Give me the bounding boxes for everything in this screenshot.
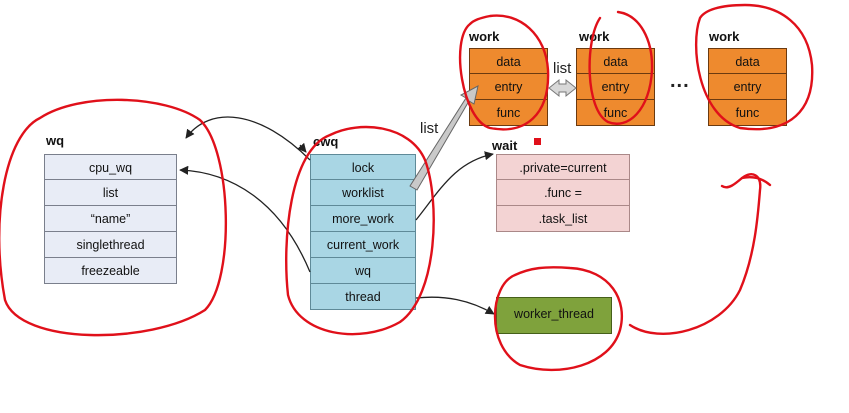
wq-field-freezeable: freezeable xyxy=(44,258,177,284)
wait-struct: .private=current .func = .task_list xyxy=(496,154,630,232)
arrow-into-cwq xyxy=(297,142,307,153)
wait-field-private: .private=current xyxy=(496,154,630,180)
wq-title: wq xyxy=(46,133,65,148)
work2-title: work xyxy=(579,29,610,44)
cwq-field-thread: thread xyxy=(310,284,416,310)
work2-field-func: func xyxy=(576,100,655,126)
work1-field-func: func xyxy=(469,100,548,126)
work3-field-func: func xyxy=(708,100,787,126)
cwq-field-wq: wq xyxy=(310,258,416,284)
wait-field-func: .func = xyxy=(496,180,630,206)
wq-field-cpu-wq: cpu_wq xyxy=(44,154,177,180)
red-circle-work2 xyxy=(588,10,654,125)
wq-field-list: list xyxy=(44,180,177,206)
red-curve-arrowhead xyxy=(740,176,772,187)
worker-thread-box: worker_thread xyxy=(496,297,612,334)
cwq-field-current-work: current_work xyxy=(310,232,416,258)
work-list-double-arrow xyxy=(548,78,577,98)
work3-field-data: data xyxy=(708,48,787,74)
red-circle-worker-thread xyxy=(493,266,624,372)
red-circle-work1 xyxy=(458,14,550,131)
red-circle-wq xyxy=(0,98,228,337)
wq-struct: cpu_wq list “name” singlethread freezeab… xyxy=(44,154,177,284)
work3-struct: data entry func xyxy=(708,48,787,126)
work1-title: work xyxy=(469,29,500,44)
red-curve-worker-to-work xyxy=(628,173,762,335)
red-circle-cwq xyxy=(285,125,435,336)
work1-field-data: data xyxy=(469,48,548,74)
cwq-field-lock: lock xyxy=(310,154,416,180)
work1-field-entry: entry xyxy=(469,74,548,100)
list-label-mid: list xyxy=(553,60,572,77)
work1-struct: data entry func xyxy=(469,48,548,126)
arrow-cwq-to-wq xyxy=(185,116,311,161)
wait-title: wait xyxy=(492,138,518,153)
arrow-more-work-to-wait xyxy=(415,151,494,221)
arrow-cwq-wq-field-to-wq xyxy=(179,165,311,273)
red-circle-work3 xyxy=(694,3,814,131)
arrow-thread-to-worker-thread xyxy=(415,296,495,315)
cwq-field-more-work: more_work xyxy=(310,206,416,232)
cwq-struct: lock worklist more_work current_work wq … xyxy=(310,154,416,310)
red-marker-square xyxy=(534,138,541,145)
work3-field-entry: entry xyxy=(708,74,787,100)
wq-field-singlethread: singlethread xyxy=(44,232,177,258)
ellipsis-label: ... xyxy=(670,70,690,92)
cwq-title: cwq xyxy=(313,134,339,149)
cwq-field-worklist: worklist xyxy=(310,180,416,206)
work3-title: work xyxy=(709,29,740,44)
wq-field-name: “name” xyxy=(44,206,177,232)
list-label-left: list xyxy=(420,120,439,137)
wait-field-task-list: .task_list xyxy=(496,206,630,232)
